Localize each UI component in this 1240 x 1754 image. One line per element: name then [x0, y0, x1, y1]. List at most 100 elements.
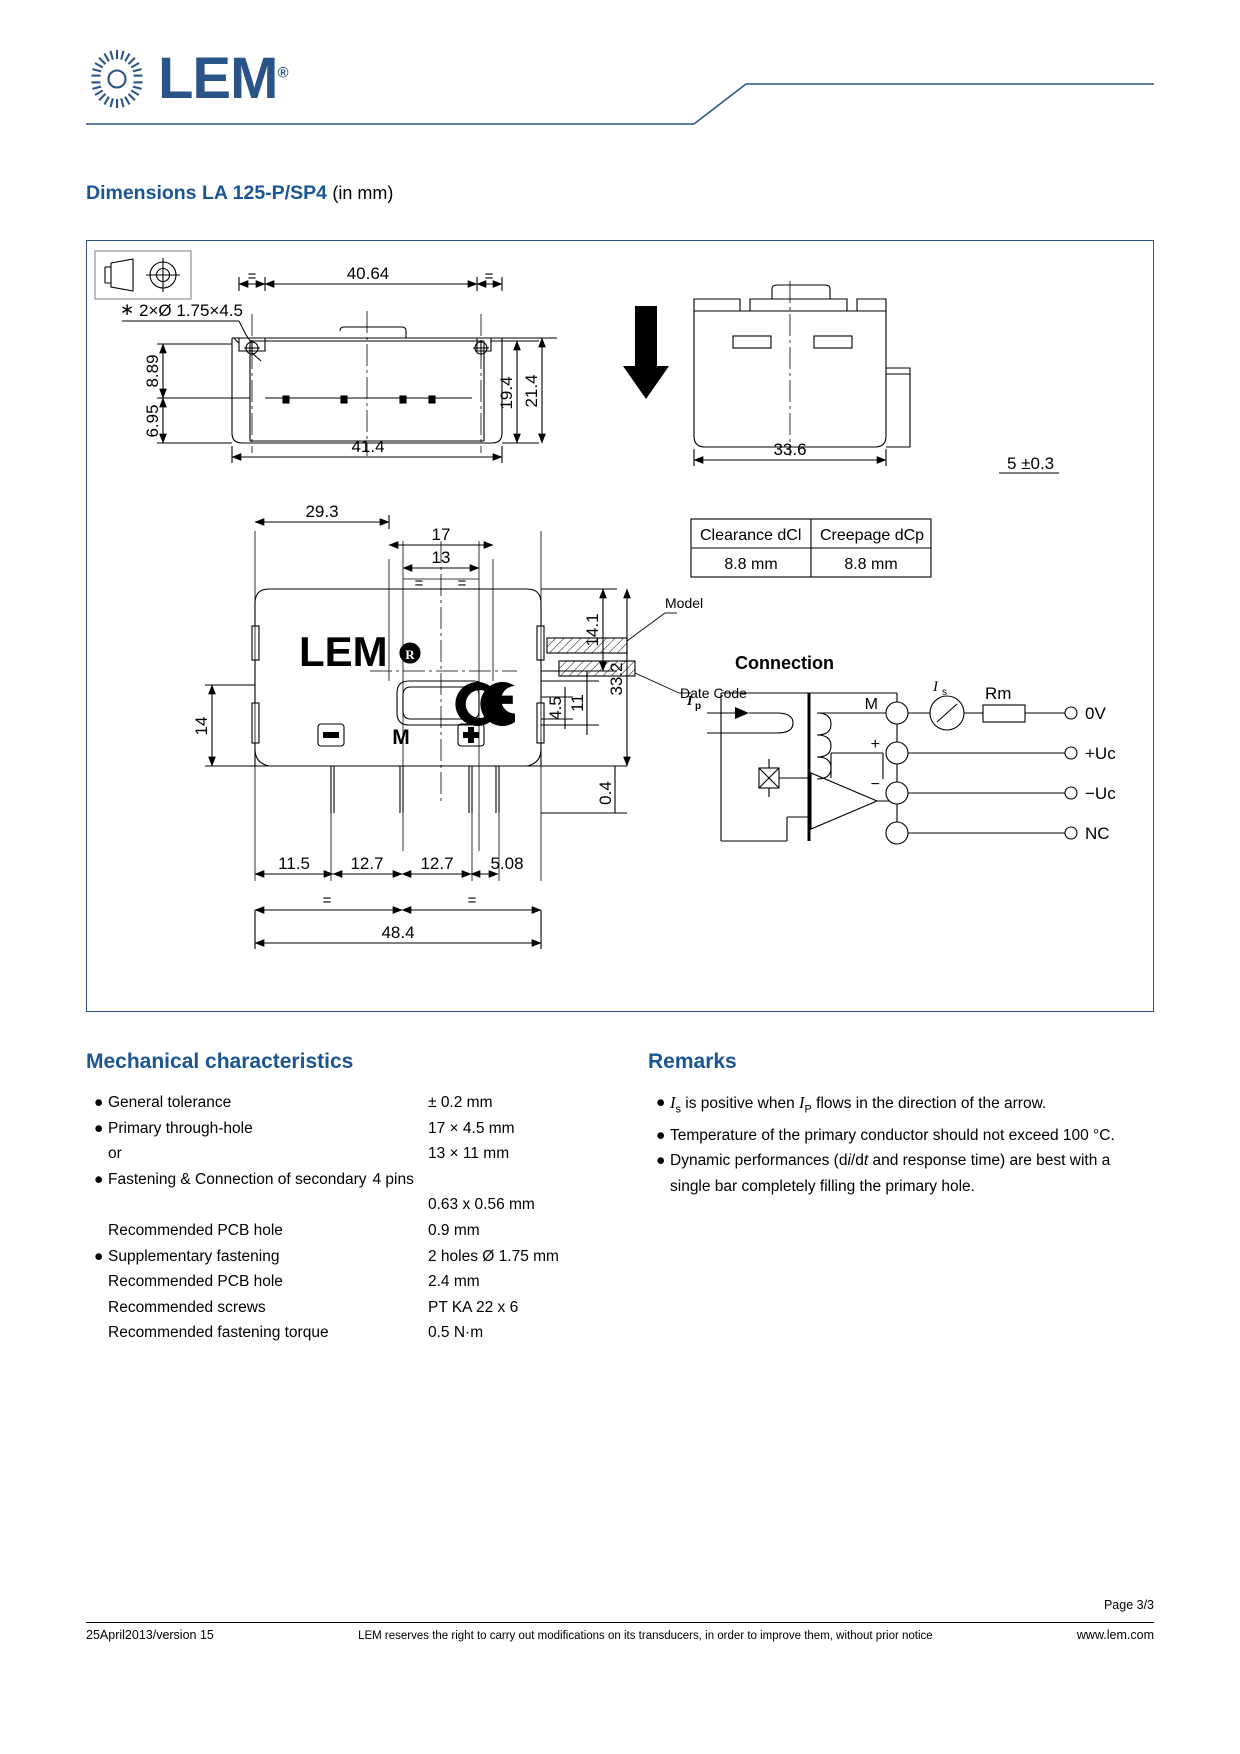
list-item: ● General tolerance ± 0.2 mm — [86, 1090, 616, 1116]
list-item: ● Recommended PCB hole 2.4 mm — [86, 1269, 616, 1295]
dim-label-33-2: 33.2 — [607, 662, 626, 695]
mech-value: 0.63 x 0.56 mm — [428, 1196, 535, 1214]
terminal-label-0v: 0V — [1085, 704, 1106, 723]
page-number: Page 3/3 — [1103, 1598, 1154, 1612]
mech-value: 13 × 11 mm — [428, 1145, 510, 1163]
label-is-sub: s — [942, 687, 947, 698]
dim-label-14: 14 — [192, 717, 211, 736]
remarks-heading: Remarks — [648, 1050, 737, 1073]
dim-14-1 — [541, 588, 617, 672]
dim-8-89 — [157, 343, 250, 444]
mech-value: 4 pins — [372, 1170, 414, 1188]
dim-label-13: 13 — [432, 548, 451, 567]
list-item: ● Recommended fastening torque 0.5 N·m — [86, 1320, 616, 1346]
remark-text-1: Temperature of the primary conductor sho… — [670, 1126, 1115, 1144]
dim-33-6 — [693, 449, 887, 466]
list-item: ● Is is positive when IP flows in the di… — [648, 1090, 1148, 1123]
dim-label-0-4: 0.4 — [596, 781, 615, 805]
hole-note-text: 2×Ø 1.75×4.5 — [139, 301, 243, 320]
list-item: ● Primary through-hole 17 × 4.5 mm — [86, 1116, 616, 1142]
remark-text-2: Dynamic performances (di/dt and response… — [670, 1152, 1111, 1196]
pin-marking-minus — [317, 723, 345, 747]
dim-0-4 — [541, 765, 627, 814]
dim-label-48-4: 48.4 — [381, 923, 414, 942]
connection-title: Connection — [735, 653, 834, 673]
dim-label-5-tol: 5 ±0.3 — [1007, 454, 1054, 473]
bullet-icon: ● — [656, 1126, 666, 1144]
mechanical-heading: Mechanical characteristics — [86, 1050, 354, 1073]
dim-label-11: 11 — [568, 694, 587, 712]
page-title-suffix: (in mm) — [332, 183, 394, 203]
dim-40-64 — [238, 277, 503, 291]
mech-value: 2 holes Ø 1.75 mm — [428, 1247, 559, 1265]
dim-label-11-5: 11.5 — [278, 854, 310, 873]
dim-label-6-95: 6.95 — [143, 404, 162, 437]
pin-marking-m: M — [392, 726, 410, 749]
mech-label: Fastening & Connection of secondary — [108, 1170, 367, 1188]
footer-disclaimer: LEM reserves the right to carry out modi… — [358, 1630, 933, 1642]
dim-label-41-4: 41.4 — [351, 437, 384, 456]
bullet-icon: ● — [656, 1094, 666, 1111]
list-item: ● Fastening & Connection of secondary 4 … — [86, 1167, 616, 1193]
sun-burst-icon — [86, 48, 148, 110]
footer-website[interactable]: www.lem.com — [1076, 1628, 1154, 1642]
dim-equal-left: = — [248, 268, 257, 285]
dim-label-14-1: 14.1 — [583, 613, 602, 646]
dim-19-4-21-4 — [491, 337, 557, 444]
mech-label: Recommended fastening torque — [108, 1324, 329, 1342]
side-view-arrow — [623, 306, 669, 399]
dim-label-19-4: 19.4 — [497, 376, 516, 409]
mech-value: 0.5 N·m — [428, 1324, 484, 1342]
table-value-creepage: 8.8 mm — [844, 556, 897, 573]
dim-equal-bottom-a: = — [323, 892, 332, 909]
terminal-label-nc: NC — [1085, 824, 1110, 843]
mech-value: ± 0.2 mm — [428, 1094, 493, 1111]
dim-label-17: 17 — [432, 525, 451, 544]
bullet-icon: ● — [94, 1119, 104, 1137]
list-item: ● Supplementary fastening 2 holes Ø 1.75… — [86, 1244, 616, 1270]
logo-brand-text: LEM — [158, 46, 278, 111]
label-ip: I — [686, 694, 693, 709]
mech-label: General tolerance — [108, 1094, 232, 1111]
page-header: LEM® — [0, 0, 1240, 125]
mech-value: 2.4 mm — [428, 1273, 480, 1291]
mechanical-list: ● General tolerance ± 0.2 mm ● Primary t… — [86, 1090, 616, 1346]
terminal-label-minus-uc: −Uc — [1085, 784, 1116, 803]
dim-label-21-4: 21.4 — [522, 374, 541, 407]
label-terminal-m: M — [865, 696, 878, 713]
dim-label-12-7-b: 12.7 — [420, 854, 453, 873]
mech-value: PT KA 22 x 6 — [428, 1298, 519, 1316]
mech-value: 17 × 4.5 mm — [428, 1119, 515, 1137]
front-view-pins — [330, 766, 500, 813]
hole-note-star: ∗ — [120, 300, 134, 319]
footer-version: 25April2013/version 15 — [86, 1628, 214, 1642]
dim-label-29-3: 29.3 — [305, 502, 338, 521]
connection-schematic — [707, 692, 1078, 845]
page-footer: 25April2013/version 15 LEM reserves the … — [86, 1628, 1154, 1642]
side-view-body — [693, 284, 911, 448]
table-header-clearance: Clearance dCl — [700, 527, 801, 544]
dim-label-5-08: 5.08 — [490, 854, 523, 873]
list-item: ● Temperature of the primary conductor s… — [648, 1123, 1148, 1149]
footer-divider — [86, 1622, 1154, 1623]
dim-equal-13b: = — [458, 575, 467, 592]
lem-logo: LEM® — [86, 46, 289, 111]
dim-label-8-89: 8.89 — [143, 354, 162, 387]
remark-text-0: Is is positive when IP flows in the dire… — [670, 1093, 1047, 1116]
dim-label-40-64: 40.64 — [347, 264, 390, 283]
dim-label-33-6: 33.6 — [773, 440, 806, 459]
hole-note-leader — [122, 320, 262, 362]
list-item: ● 0.63 x 0.56 mm — [86, 1192, 616, 1218]
dim-4-5 — [541, 687, 573, 729]
dimensions-drawing: 40.64 = = ∗ 2×Ø 1.75×4.5 8.89 6.95 19.4 … — [94, 250, 1116, 949]
dim-equal-right: = — [485, 268, 494, 285]
mech-label: Primary through-hole — [108, 1119, 253, 1137]
label-model: Model — [665, 595, 703, 611]
page-title-main: Dimensions LA 125-P/SP4 — [86, 182, 327, 204]
label-is: I — [932, 679, 939, 695]
list-item: ● or 13 × 11 mm — [86, 1141, 616, 1167]
dim-equal-bottom-b: = — [468, 892, 477, 909]
remarks-list: ● Is is positive when IP flows in the di… — [648, 1090, 1148, 1200]
mech-label: Recommended PCB hole — [108, 1273, 283, 1291]
dim-label-4-5: 4.5 — [546, 696, 565, 720]
